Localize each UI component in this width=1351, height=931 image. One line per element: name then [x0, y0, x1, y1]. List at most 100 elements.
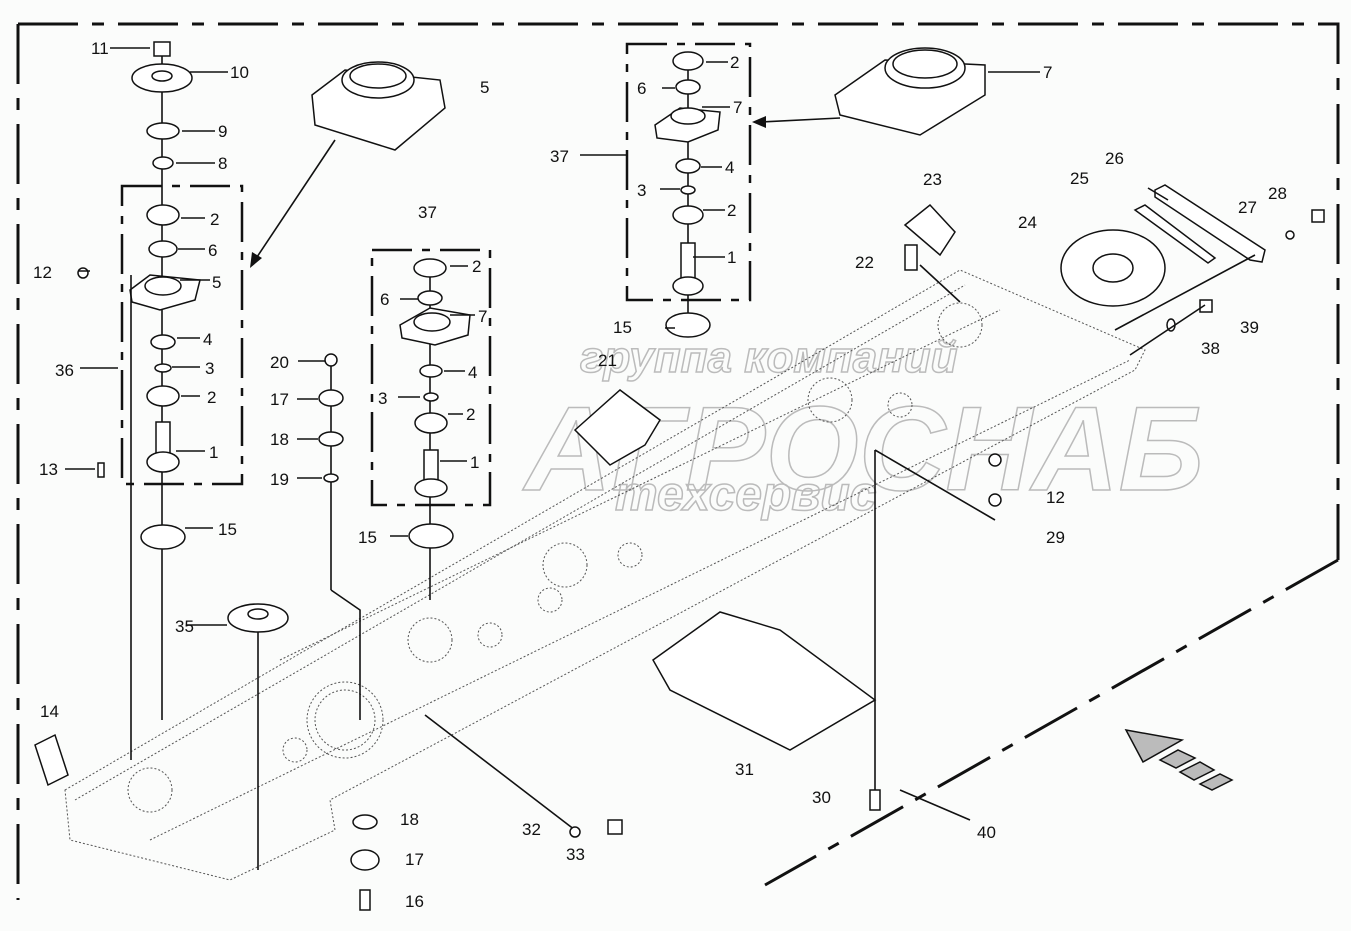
bar-26 — [1154, 184, 1266, 263]
ring-18 — [318, 431, 344, 447]
callout: 33 — [566, 845, 585, 864]
bolt-33 — [607, 819, 623, 835]
ring-3 — [154, 363, 172, 373]
callout: 2 — [466, 405, 475, 424]
subassembly-37-box-b — [625, 42, 752, 302]
callout: 6 — [380, 290, 389, 309]
callout: 10 — [230, 63, 249, 82]
callout: 22 — [855, 253, 874, 272]
callout: 30 — [812, 788, 831, 807]
bearing-2 — [146, 204, 180, 226]
callout: 1 — [209, 443, 218, 462]
washer-9 — [146, 122, 180, 140]
skid-14 — [34, 733, 69, 787]
callout: 35 — [175, 617, 194, 636]
callout: 20 — [270, 353, 289, 372]
callout: 4 — [725, 158, 734, 177]
callout: 1 — [727, 248, 736, 267]
ring-19 — [323, 473, 339, 483]
bolt-16 — [359, 889, 371, 911]
callout: 21 — [598, 351, 617, 370]
direction-arrow-icon — [1124, 728, 1234, 791]
guard-21 — [573, 389, 661, 466]
callout: 4 — [468, 363, 477, 382]
cap-17 — [318, 389, 344, 407]
bolt-30 — [869, 789, 881, 811]
callout-leaders — [65, 47, 1169, 626]
callout: 37 — [418, 203, 437, 222]
callout: 9 — [218, 122, 227, 141]
callout: 15 — [358, 528, 377, 547]
callout: 7 — [478, 307, 487, 326]
outer-boundary — [16, 22, 1340, 900]
cutter-bar — [64, 269, 1146, 881]
nut-12b — [988, 453, 1002, 467]
cap-17b — [350, 849, 380, 871]
callout: 18 — [270, 430, 289, 449]
callout: 29 — [1046, 528, 1065, 547]
callout: 6 — [208, 241, 217, 260]
callout: 3 — [378, 389, 387, 408]
callout: 17 — [270, 390, 289, 409]
key-13 — [97, 462, 105, 478]
callout: 17 — [405, 850, 424, 869]
bearing-2b — [146, 385, 180, 407]
callout: 28 — [1268, 184, 1287, 203]
boundary-diagonal — [764, 558, 1339, 887]
callout: 8 — [218, 154, 227, 173]
subassembly-36-box — [120, 184, 244, 486]
nut-12 — [77, 267, 89, 279]
seal-6 — [148, 240, 178, 258]
callout: 5 — [480, 78, 489, 97]
ring-18b — [352, 814, 378, 830]
callout: 18 — [400, 810, 419, 829]
flange-5-large — [311, 69, 446, 151]
callout: 12 — [33, 263, 52, 282]
callout: 25 — [1070, 169, 1089, 188]
callout: 36 — [55, 361, 74, 380]
callout: 27 — [1238, 198, 1257, 217]
callout: 38 — [1201, 339, 1220, 358]
callout: 40 — [977, 823, 996, 842]
callout: 2 — [207, 388, 216, 407]
callout: 2 — [472, 257, 481, 276]
callout: 15 — [613, 318, 632, 337]
callout: 7 — [1043, 63, 1052, 82]
subassembly-37-box-a — [370, 248, 492, 507]
callout: 26 — [1105, 149, 1124, 168]
callout: 15 — [218, 520, 237, 539]
strip-25 — [1133, 204, 1217, 264]
callout: 5 — [212, 273, 221, 292]
nut-11 — [153, 41, 171, 57]
callout: 6 — [637, 79, 646, 98]
callout: 14 — [40, 702, 59, 721]
callout: 11 — [91, 39, 109, 58]
callout: 23 — [923, 170, 942, 189]
callout: 2 — [730, 53, 739, 72]
watermark-line3: техсервис — [615, 468, 876, 521]
callout: 12 — [1046, 488, 1065, 507]
callout-labels: 11 10 9 8 2 6 12 5 4 36 3 2 1 13 15 35 1… — [33, 39, 1287, 911]
callout: 2 — [727, 201, 736, 220]
callout: 31 — [735, 760, 754, 779]
callout: 39 — [1240, 318, 1259, 337]
clip-23 — [903, 203, 956, 257]
plug-39 — [1199, 299, 1213, 313]
watermark-line1: группа компаний — [580, 333, 958, 382]
plate-31 — [652, 611, 877, 751]
callout: 1 — [470, 453, 479, 472]
callout: 3 — [205, 359, 214, 378]
callout: 32 — [522, 820, 541, 839]
callout: 13 — [39, 460, 58, 479]
bearing-4 — [150, 334, 176, 350]
oring-15 — [140, 524, 186, 550]
callout: 2 — [210, 210, 219, 229]
parts — [34, 41, 1325, 911]
bolt-28 — [1311, 209, 1325, 223]
washer-32 — [569, 826, 581, 838]
callout: 16 — [405, 892, 424, 911]
arrow-5 — [254, 139, 336, 261]
pin-22 — [904, 244, 918, 271]
nut-20 — [324, 353, 338, 367]
